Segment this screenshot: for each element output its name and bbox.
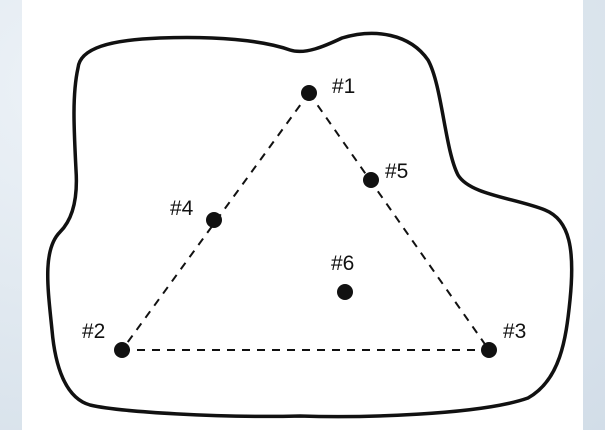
point-3 [481,342,497,358]
point-2 [114,342,130,358]
point-label-3: #3 [503,320,526,343]
point-label-4: #4 [170,197,194,220]
outline-shape [45,31,574,419]
point-label-5: #5 [385,160,408,183]
figure-panel [22,0,583,430]
point-label-2: #2 [82,320,105,343]
point-6 [337,284,353,300]
point-5 [363,172,379,188]
point-1 [301,85,317,101]
point-label-6: #6 [331,252,354,275]
dashed-edge-1-3 [308,92,490,351]
dashed-edge-1-2 [121,92,310,351]
point-4 [206,212,222,228]
point-label-1: #1 [332,75,355,98]
